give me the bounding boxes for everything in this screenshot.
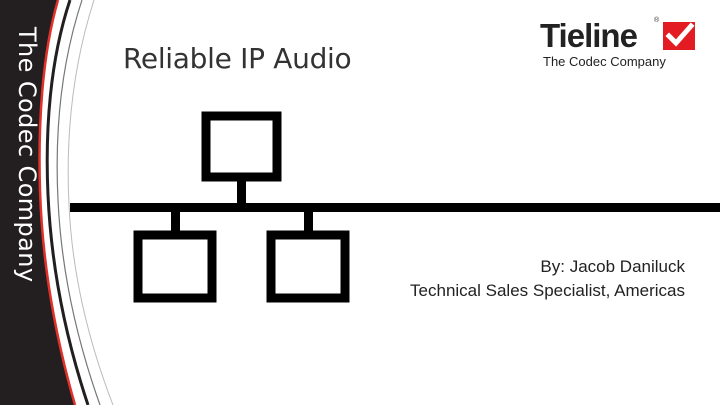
- tieline-logo: Tieline ® The Codec Company: [540, 16, 705, 76]
- author-role: Technical Sales Specialist, Americas: [410, 281, 685, 300]
- author-block: By: Jacob Daniluck Technical Sales Speci…: [325, 256, 685, 303]
- author-name: By: Jacob Daniluck: [540, 257, 685, 276]
- side-vertical-tagline: The Codec Company: [13, 27, 41, 283]
- logo-tagline: The Codec Company: [543, 54, 666, 69]
- network-topology-icon: [70, 111, 720, 303]
- registered-mark: ®: [654, 17, 660, 24]
- logo-wordmark: Tieline: [540, 17, 638, 54]
- check-icon: [663, 22, 695, 50]
- slide-title: Reliable IP Audio: [123, 42, 352, 75]
